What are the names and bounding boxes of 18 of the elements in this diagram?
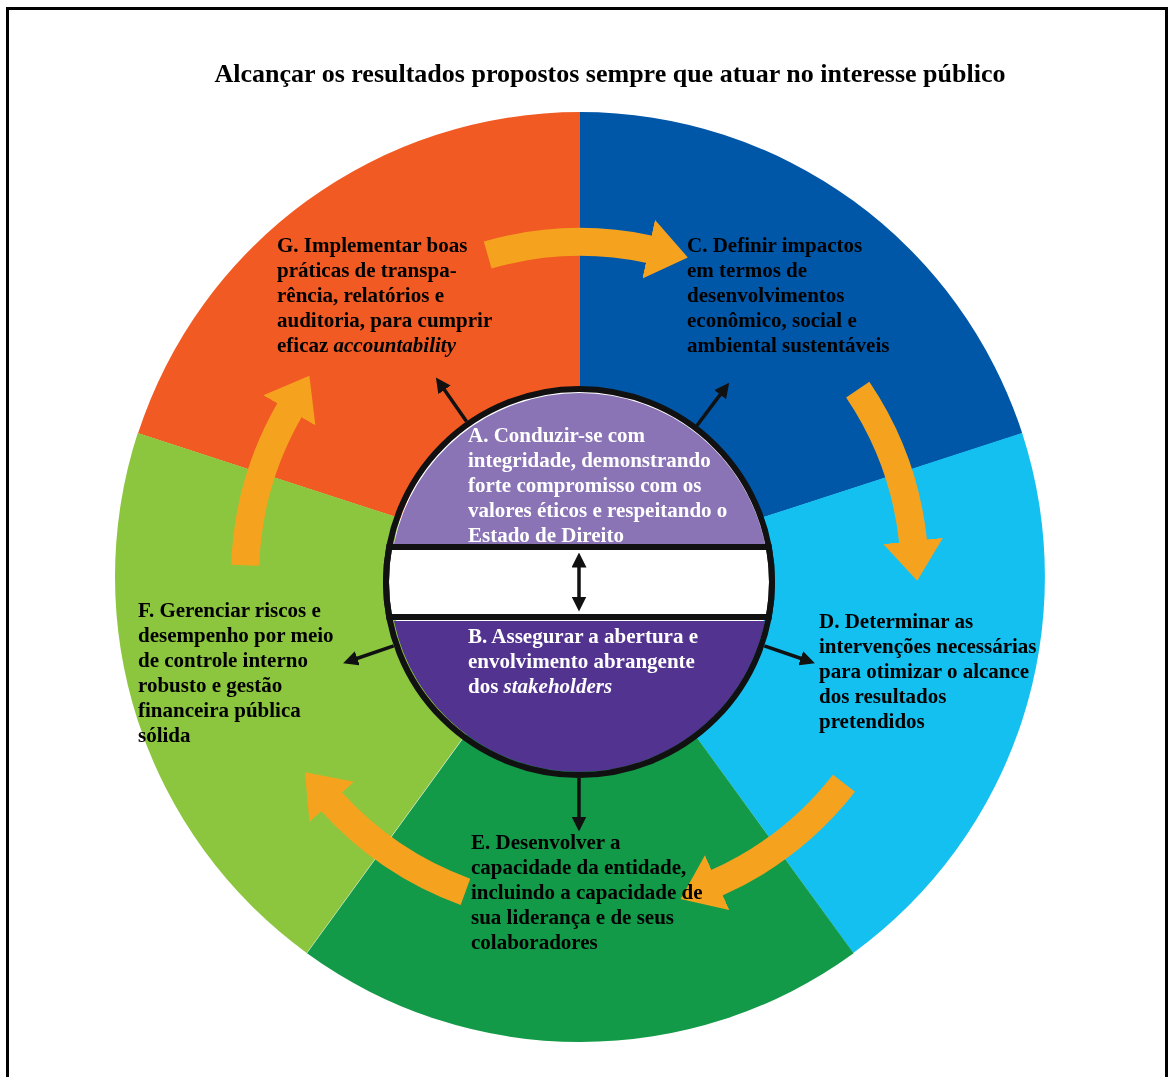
principle-text: C. Definir impactos em termos de desenvolvimentos econômico, social e ambiental sustentáveis: [687, 233, 891, 358]
arrow: [435, 377, 468, 423]
curved-arrow: [484, 219, 689, 279]
curved-arrow: [681, 773, 855, 910]
arrow: [343, 644, 395, 666]
arrow: [763, 644, 815, 666]
arrow: [571, 552, 587, 612]
arrow: [571, 778, 587, 832]
principle-text: D. Determinar as intervenções necessárias para otimizar o alcance dos resultados pretendidos: [819, 609, 1038, 734]
diagram-title: Alcançar os resultados propostos sempre que atuar no interesse público: [213, 58, 1007, 90]
principle-text: B. Assegurar a abertura e envolvimento abrangente dos stakeholders: [468, 624, 699, 699]
principle-text: G. Implementar boas práticas de transpa-rência, relatórios e auditoria, para cumprir eficaz accountability: [277, 233, 493, 358]
arrow: [695, 382, 730, 427]
principle-text: A. Conduzir-se com integridade, demonstrando forte compromisso com os valores éticos e respeitando o Estado de Direito: [468, 423, 729, 548]
curved-arrow: [845, 382, 943, 581]
curved-arrow: [303, 773, 472, 905]
curved-arrow: [231, 374, 317, 567]
principle-text: E. Desenvolver a capacidade da entidade, incluindo a capacidade de sua liderança e de seus colaboradores: [471, 830, 704, 955]
